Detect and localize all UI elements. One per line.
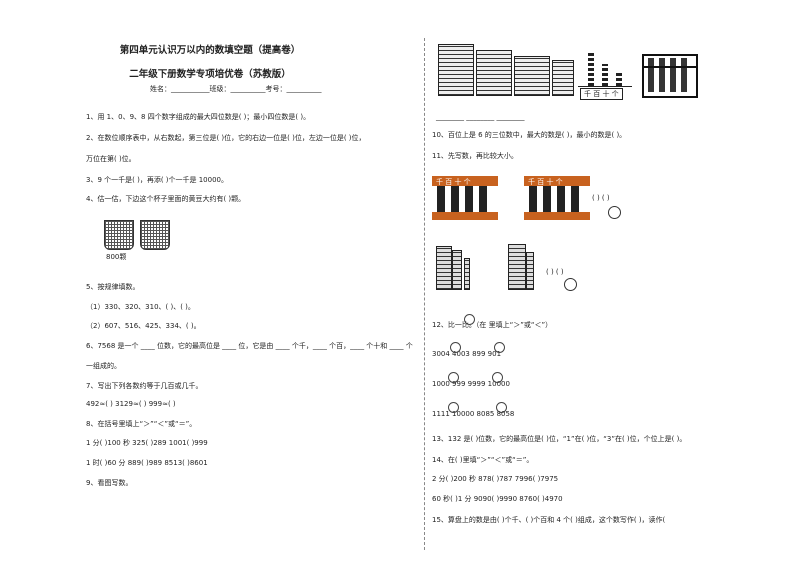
thousand-cube-image <box>514 56 550 96</box>
question-2-line1: 2、在数位顺序表中，从右数起，第三位是( )位，它的右边一位是( )位，左边一位… <box>86 134 366 142</box>
question-12b: 1000 999 9999 10000 <box>432 380 510 388</box>
abacus-place-labels: 千 百 十 个 <box>436 178 471 186</box>
question-3: 3、9 个一千是( )，再添( )个一千是 10000。 <box>86 176 228 184</box>
question-2-line2: 万位在第( )位。 <box>86 155 136 163</box>
question-12c: 1111 10000 8085 8058 <box>432 410 515 418</box>
abacus-image: 千 百 十 个 <box>524 168 590 224</box>
hundred-flat-image <box>552 60 574 96</box>
image-answer-blanks: ________ ________ ________ <box>436 113 525 121</box>
compare-circle <box>608 206 621 219</box>
question-4: 4、估一估，下边这个杯子里面的黄豆大约有( )颗。 <box>86 195 246 203</box>
block-stack-image <box>452 250 462 290</box>
question-14: 14、在( )里填“＞”“＜”或“＝”。 <box>432 456 534 464</box>
compare-circle <box>564 278 577 291</box>
question-10: 10、百位上是 6 的三位数中，最大的数是( )，最小的数是( )。 <box>432 131 627 139</box>
question-7: 7、写出下列各数约等于几百或几千。 <box>86 382 203 390</box>
question-6-line1: 6、7568 是一个 ____ 位数，它的最高位是 ____ 位，它是由 ___… <box>86 342 413 350</box>
question-1: 1、用 1、0、9、8 四个数字组成的最大四位数是( )；最小四位数是( )。 <box>86 113 311 121</box>
student-info: 姓名：___________班级：__________考号：__________ <box>150 85 322 93</box>
question-13: 13、132 是( )位数，它的最高位是( )位，“1”在( )位，“3”在( … <box>432 435 687 443</box>
question-5b: （2）607、516、425、334、( )。 <box>86 322 201 330</box>
question-15: 15、算盘上的数是由( )个千、( )个百和 4 个( )组成，这个数写作( )… <box>432 516 666 524</box>
thousand-cube-image <box>438 44 474 96</box>
question-14a: 2 分( )200 秒 878( )787 7996( )7975 <box>432 475 559 483</box>
abacus-image: 千 百 十 个 <box>432 168 498 224</box>
compare-circle <box>450 342 461 353</box>
question-7a: 492≈( ) 3129≈( ) 999≈( ) <box>86 400 176 408</box>
column-divider <box>424 38 425 550</box>
compare-circle <box>448 402 459 413</box>
question-14b: 60 秒( )1 分 9090( )9990 8760( )4970 <box>432 495 563 503</box>
question-12a: 3004 4003 899 901 <box>432 350 502 358</box>
page-subtitle: 二年级下册数学专项培优卷（苏教版） <box>129 69 291 80</box>
counter-place-labels: 千 百 十 个 <box>580 88 623 100</box>
compare-circle <box>464 314 475 325</box>
abacus-place-labels: 千 百 十 个 <box>528 178 563 186</box>
answer-parens: ( ) ( ) <box>592 194 610 202</box>
right-column: 千 百 十 个 ________ ________ ________ 10、百位… <box>428 0 800 566</box>
compare-circle <box>492 372 503 383</box>
left-column: 第四单元认识万以内的数填空题（提高卷） 二年级下册数学专项培优卷（苏教版） 姓名… <box>86 45 413 487</box>
answer-parens: ( ) ( ) <box>546 268 564 276</box>
counter-frame-image <box>578 52 632 87</box>
compare-circle <box>448 372 459 383</box>
thousand-cube-image <box>476 50 512 96</box>
abacus-image <box>642 54 698 98</box>
bean-cup-image <box>140 220 170 250</box>
question-12: 12、比一比。（在 里填上“＞”或“＜”） <box>432 321 553 329</box>
compare-circle <box>494 342 505 353</box>
block-stack-image <box>464 258 470 290</box>
question-6-line2: 一组成的。 <box>86 362 121 370</box>
question-5: 5、按规律填数。 <box>86 283 140 291</box>
question-5a: （1）330、320、310、( )、( )。 <box>86 303 195 311</box>
block-stack-image <box>508 244 526 290</box>
cup-label: 800颗 <box>106 253 127 261</box>
bean-cup-image <box>104 220 134 250</box>
question-8a: 1 分( )100 秒 325( )289 1001( )999 <box>86 439 208 447</box>
question-9: 9、看图写数。 <box>86 479 133 487</box>
block-stack-image <box>436 246 452 290</box>
question-11: 11、先写数，再比较大小。 <box>432 152 518 160</box>
page-title: 第四单元认识万以内的数填空题（提高卷） <box>119 45 301 56</box>
compare-circle <box>496 402 507 413</box>
question-8b: 1 时( )60 分 889( )989 8513( )8601 <box>86 459 208 467</box>
block-stack-image <box>526 252 534 290</box>
question-8: 8、在括号里填上“＞”“＜”或“＝”。 <box>86 420 197 428</box>
